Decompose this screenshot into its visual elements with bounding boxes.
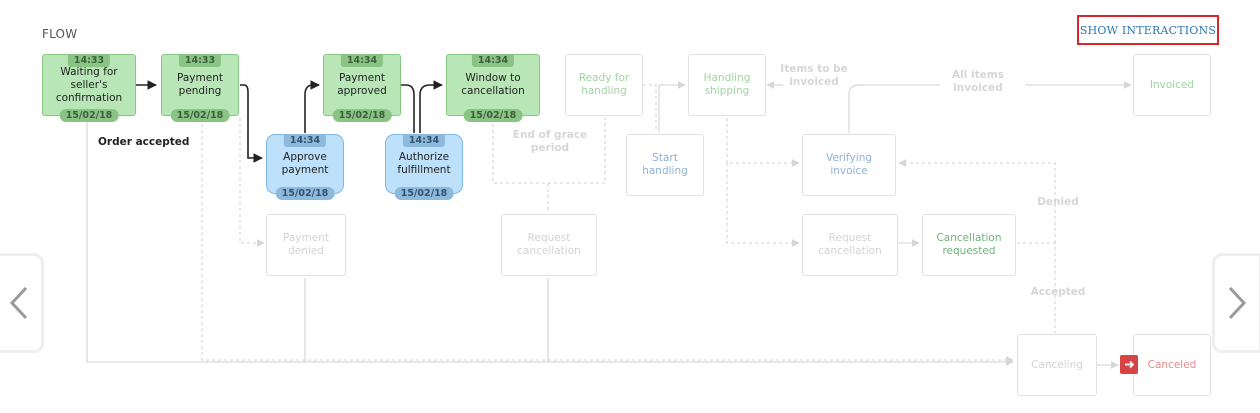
edge-denied-to-verifying [898,159,1056,243]
node-request-cancellation-2[interactable]: Request cancellation [802,214,898,276]
node-verifying-invoice[interactable]: Verifying invoice [802,134,896,196]
date-badge: 15/02/18 [394,187,454,200]
chevron-left-icon [9,286,28,320]
node-label: Handling shipping [703,72,751,97]
time-badge: 14:34 [340,54,384,67]
node-waiting-confirmation[interactable]: 14:33 Waiting for seller's confirmation … [42,54,136,122]
edge-accepted-to-canceling [1017,242,1056,333]
label-items-to-be-invoiced: Items to be invoiced [780,63,848,88]
date-badge: 15/02/18 [275,187,335,200]
label-end-grace-period: End of grace period [512,129,588,154]
node-label: Cancellation requested [936,232,1002,257]
node-invoiced[interactable]: Invoiced [1133,54,1211,116]
flow-title: FLOW [42,27,78,41]
edge-payment-pending-to-canceling [201,118,1014,364]
edge-waiting-to-canceling [86,118,1014,366]
node-window-cancellation[interactable]: 14:34 Window to cancellation 15/02/18 [446,54,540,122]
edge-ready-to-start-handling [643,84,657,132]
node-canceled[interactable]: Canceled [1133,334,1211,396]
edge-pending-to-approve [240,84,263,163]
date-badge: 15/02/18 [332,109,392,122]
node-label: Waiting for seller's confirmation [55,65,123,104]
edge-authorize-to-window [419,80,443,133]
node-request-cancellation-1[interactable]: Request cancellation [501,214,597,276]
label-all-items-invoiced: All items invoiced [952,69,1004,94]
edge-start-to-handling [658,81,686,132]
node-approve-payment[interactable]: 14:34 Approve payment 15/02/18 [266,134,344,200]
edge-to-payment-denied [239,118,265,247]
node-canceling[interactable]: Canceling [1017,334,1097,396]
previous-button[interactable] [0,253,44,353]
node-label: Request cancellation [517,232,581,257]
node-label: Verifying invoice [825,152,873,177]
date-badge: 15/02/18 [59,109,119,122]
node-label: Payment denied [283,232,329,257]
node-cancellation-requested[interactable]: Cancellation requested [922,214,1016,276]
node-handling-shipping[interactable]: Handling shipping [688,54,766,116]
node-label: Window to cancellation [461,72,525,97]
time-badge: 14:33 [67,54,111,67]
node-label: Payment approved [337,72,387,97]
time-badge: 14:34 [283,134,327,147]
node-label: Canceled [1147,358,1197,371]
time-badge: 14:34 [402,134,446,147]
node-payment-denied[interactable]: Payment denied [266,214,346,276]
arrow-right-square-icon [1120,355,1138,374]
time-badge: 14:33 [178,54,222,67]
node-label: Payment pending [177,72,223,97]
chevron-right-icon [1228,286,1247,320]
label-denied: Denied [1037,196,1079,208]
node-label: Authorize fulfillment [397,151,451,176]
node-ready-handling[interactable]: Ready for handling [565,54,643,116]
next-button[interactable] [1212,253,1260,353]
edge-approved-to-authorize [401,84,415,133]
edge-handling-to-verifying [726,118,800,167]
edge-approve-to-approved [304,80,320,133]
edge-grace-bracket [492,118,606,184]
node-payment-approved[interactable]: 14:34 Payment approved 15/02/18 [323,54,401,122]
node-label: Invoiced [1149,78,1195,91]
time-badge: 14:34 [471,54,515,67]
node-authorize-fulfillment[interactable]: 14:34 Authorize fulfillment 15/02/18 [385,134,463,200]
edge-verifying-to-all [848,84,940,133]
node-label: Start handling [642,152,688,177]
node-start-handling[interactable]: Start handling [626,134,704,196]
node-label: Canceling [1031,358,1083,371]
edge-handling-to-request [726,163,800,247]
node-payment-pending[interactable]: 14:33 Payment pending 15/02/18 [161,54,239,122]
node-label: Ready for handling [578,72,630,97]
label-order-accepted: Order accepted [98,136,190,148]
show-interactions-button[interactable]: SHOW INTERACTIONS [1077,15,1219,45]
date-badge: 15/02/18 [463,109,523,122]
node-label: Approve payment [281,151,329,176]
date-badge: 15/02/18 [170,109,230,122]
node-label: Request cancellation [818,232,882,257]
label-accepted: Accepted [1030,286,1086,298]
